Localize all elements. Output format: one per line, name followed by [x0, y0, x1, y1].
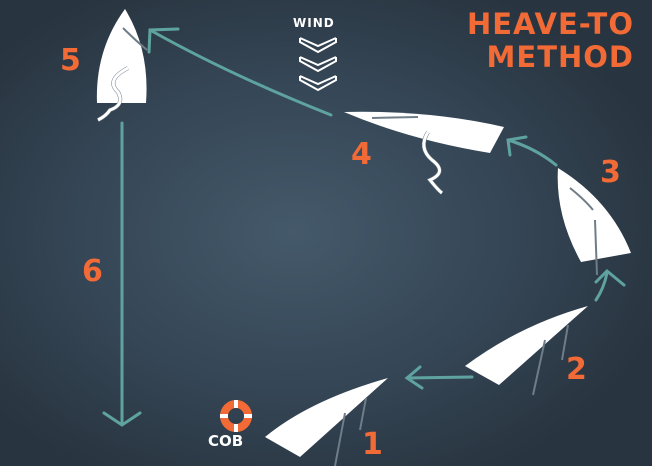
step-4: 4 [351, 137, 372, 172]
arrow-3-4 [506, 135, 558, 167]
boats [96, 9, 631, 457]
wind-label: WIND [293, 16, 335, 30]
step-5: 5 [60, 43, 81, 78]
arrow-1-2 [404, 365, 474, 390]
boat-5 [96, 9, 147, 103]
cob-label: COB [208, 432, 244, 450]
title-line-2: METHOD [486, 40, 634, 75]
step-3: 3 [600, 155, 621, 190]
luffing-sails [97, 66, 444, 195]
sails [122, 27, 598, 466]
boat-1 [265, 378, 388, 457]
lifebuoy-icon [220, 400, 252, 432]
step-1: 1 [362, 427, 383, 462]
arrow-6 [102, 121, 142, 427]
wind-chevrons-icon [299, 37, 337, 92]
step-6: 6 [82, 254, 103, 289]
boat-4 [344, 111, 504, 153]
title-line-1: HEAVE-TO [466, 7, 634, 41]
arrow-4-5 [147, 27, 333, 117]
boat-3 [557, 168, 631, 262]
step-2: 2 [566, 352, 587, 387]
course-arrows [102, 27, 626, 427]
arrow-2-3 [594, 268, 626, 302]
boat-2 [465, 306, 588, 385]
